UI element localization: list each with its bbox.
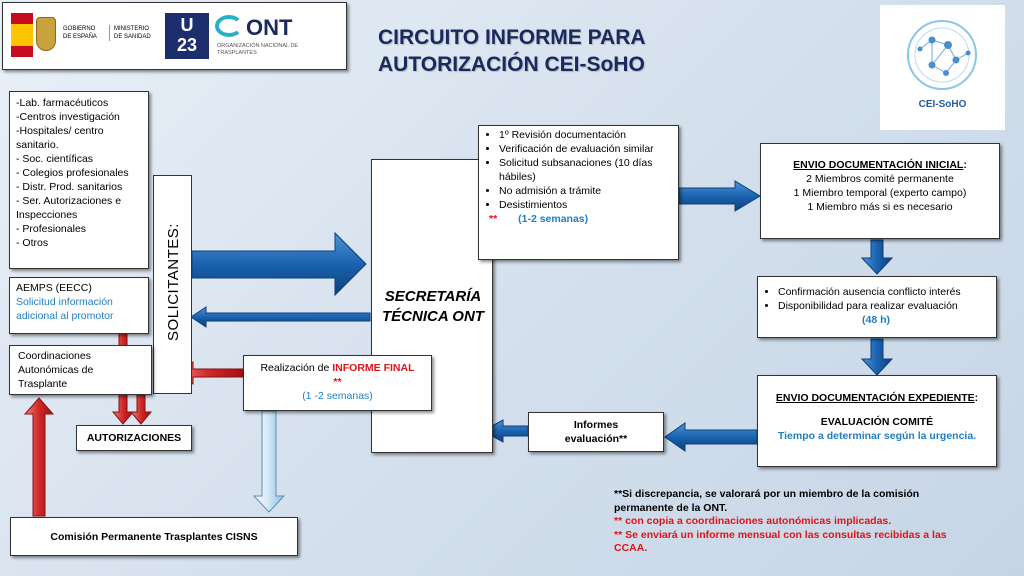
envio-inicial-heading: ENVIO DOCUMENTACIÓN INICIAL: [765, 158, 995, 172]
cei-soho-logo-text: CEI-SoHO [918, 99, 967, 110]
title-line-1: CIRCUITO INFORME PARA [378, 26, 646, 49]
informe-final-line: Realización de INFORME FINAL [248, 361, 427, 375]
informes-evaluacion-line1: Informes [573, 419, 619, 431]
evaluacion-comite: EVALUACIÓN COMITÉ [820, 416, 934, 428]
applicant-item: -Lab. farmacéuticos [16, 97, 109, 109]
arrow-solicitantes-to-secretaria [191, 231, 367, 297]
confirmacion-duration: (48 h) [861, 314, 890, 326]
arrow-secretaria-to-solicitantes [190, 306, 371, 328]
secretaria-label: SECRETARÍA TÉCNICA ONT [372, 287, 494, 327]
envio-inicial-line: 2 Miembros comité permanente [806, 173, 954, 185]
logo-panel: GOBIERNO DE ESPAÑA MINISTERIO DE SANIDAD… [2, 2, 347, 70]
title-line-2: AUTORIZACIÓN CEI-SoHO [378, 53, 645, 76]
envio-inicial-line: 1 Miembro temporal (experto campo) [793, 187, 967, 199]
informe-final-prefix: Realización de [260, 362, 333, 374]
arrow-comision-to-coordinaciones [23, 397, 55, 517]
confirmacion-list: Confirmación ausencia conflicto interés … [762, 285, 990, 313]
applicant-item: - Ser. Autorizaciones e Inspecciones [16, 195, 122, 221]
secretaria-line-1: SECRETARÍA [384, 288, 482, 305]
confirmacion-item: Disponibilidad para realizar evaluación [778, 299, 990, 313]
applicant-item: - Distr. Prod. sanitarios [16, 181, 123, 193]
ont-subtitle: ORGANIZACIÓN NACIONAL DE TRASPLANTES [217, 43, 299, 56]
coat-of-arms-icon [36, 17, 56, 51]
revision-list: 1º Revisión documentación Verificación d… [483, 128, 672, 212]
applicant-item: - Colegios profesionales [16, 167, 129, 179]
footnote-3: ** Se enviará un informe mensual con las… [614, 528, 947, 555]
revision-item: Verificación de evaluación similar [499, 142, 672, 156]
aemps-box: AEMPS (EECC) Solicitud información adici… [9, 277, 149, 334]
arrow-informes-to-secretaria [481, 419, 529, 443]
envio-inicial-line: 1 Miembro más si es necesario [807, 201, 953, 213]
molecule-icon [907, 20, 977, 90]
envio-inicial-colon: : [963, 159, 967, 171]
revision-item: Desistimientos [499, 198, 672, 212]
aemps-title: AEMPS (EECC) [16, 282, 92, 294]
envio-expediente-heading: ENVIO DOCUMENTACIÓN EXPEDIENTE: [762, 391, 992, 405]
applicant-item: - Otros [16, 237, 49, 249]
comision-label: Comisión Permanente Trasplantes CISNS [50, 531, 258, 543]
footnote-1: **Si discrepancia, se valorará por un mi… [614, 488, 920, 514]
u23-logo: U 23 [165, 13, 209, 59]
arrow-expediente-to-informes [664, 422, 758, 452]
cei-soho-logo: CEI-SoHO [880, 5, 1005, 130]
applicant-item: -Centros investigación [16, 111, 120, 123]
u23-line2: 23 [176, 35, 198, 55]
solicitantes-panel: SOLICITANTES: [153, 175, 192, 394]
envio-expediente-colon: : [974, 392, 979, 404]
revision-item: Solicitud subsanaciones (10 días hábiles… [499, 156, 672, 184]
confirmacion-item: Confirmación ausencia conflicto interés [778, 285, 990, 299]
autorizaciones-box: AUTORIZACIONES [76, 425, 192, 451]
comision-box: Comisión Permanente Trasplantes CISNS [10, 517, 298, 556]
envio-inicial-box: ENVIO DOCUMENTACIÓN INICIAL: 2 Miembros … [760, 143, 1000, 239]
informe-final-duration: (1 -2 semanas) [302, 390, 373, 402]
revision-box: 1º Revisión documentación Verificación d… [478, 125, 679, 260]
aemps-note: Solicitud información adicional al promo… [16, 296, 114, 322]
coordinaciones-label: Coordinaciones Autonómicas de Trasplante [18, 350, 94, 390]
revision-duration-line: ** (1-2 semanas) [483, 212, 672, 226]
spain-flag-icon [11, 13, 33, 57]
autorizaciones-label: AUTORIZACIONES [86, 432, 182, 444]
footnote-2: ** con copia a coordinaciones autonómica… [614, 515, 892, 527]
informe-final-stars: ** [333, 376, 342, 388]
arrow-informe-to-comision [252, 410, 286, 513]
gobierno-label: GOBIERNO DE ESPAÑA [63, 26, 97, 40]
ministerio-label: MINISTERIO DE SANIDAD [109, 25, 157, 41]
page-title: CIRCUITO INFORME PARA AUTORIZACIÓN CEI-S… [360, 24, 670, 78]
arrow-revision-to-envio [678, 180, 761, 212]
footnotes: **Si discrepancia, se valorará por un mi… [614, 488, 959, 556]
applicant-item: - Soc. científicas [16, 153, 94, 165]
secretaria-line-2: TÉCNICA ONT [382, 308, 484, 325]
arrow-coord-to-autorizaciones [129, 394, 153, 425]
ont-logo-text: ONT [246, 15, 293, 40]
solicitantes-label: SOLICITANTES: [165, 223, 182, 341]
u23-line1: U [180, 15, 194, 35]
envio-expediente-title: ENVIO DOCUMENTACIÓN EXPEDIENTE [775, 392, 975, 404]
revision-item: No admisión a trámite [499, 184, 672, 198]
informe-final-box: Realización de INFORME FINAL ** (1 -2 se… [243, 355, 432, 411]
tiempo-urgencia: Tiempo a determinar según la urgencia. [777, 430, 977, 442]
informe-final-highlight: INFORME FINAL [332, 362, 415, 374]
arrow-envio-to-confirmacion [860, 239, 894, 275]
confirmacion-box: Confirmación ausencia conflicto interés … [757, 276, 997, 338]
coordinaciones-box: Coordinaciones Autonómicas de Trasplante [9, 345, 152, 395]
applicants-list-box: -Lab. farmacéuticos -Centros investigaci… [9, 91, 149, 269]
ont-swirl-icon [215, 15, 243, 37]
envio-expediente-box: ENVIO DOCUMENTACIÓN EXPEDIENTE: EVALUACI… [757, 375, 997, 467]
revision-duration: (1-2 semanas) [518, 213, 589, 225]
revision-stars: ** [489, 213, 498, 225]
applicant-item: - Profesionales [16, 223, 87, 235]
informes-evaluacion-box: Informes evaluación** [528, 412, 664, 452]
revision-item: 1º Revisión documentación [499, 128, 672, 142]
informes-evaluacion-line2: evaluación** [564, 433, 628, 445]
applicant-item: -Hospitales/ centro sanitario. [16, 125, 104, 151]
envio-inicial-title: ENVIO DOCUMENTACIÓN INICIAL [793, 159, 964, 171]
arrow-confirmacion-to-expediente [860, 338, 894, 376]
